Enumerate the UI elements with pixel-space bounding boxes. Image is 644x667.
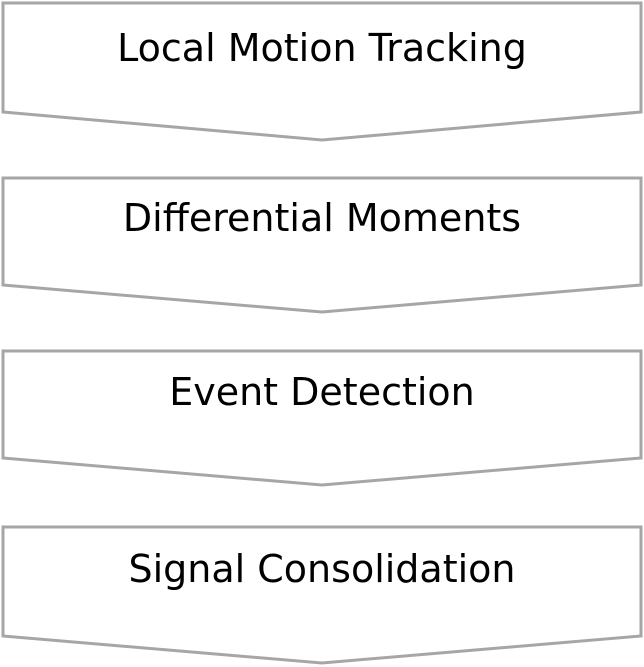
step-1-label: Local Motion Tracking	[117, 26, 527, 70]
step-3-label: Event Detection	[169, 370, 475, 414]
step-4-chevron-shape	[1, 525, 643, 665]
step-1-chevron-shape	[1, 1, 643, 142]
process-step-1: Local Motion Tracking	[0, 0, 644, 142]
process-step-3: Event Detection	[0, 348, 644, 488]
step-2-chevron-shape	[1, 176, 643, 314]
step-2-label: Differential Moments	[122, 196, 522, 240]
process-step-2: Differential Moments	[0, 175, 644, 315]
step-3-chevron-shape	[1, 349, 643, 487]
process-step-4: Signal Consolidation	[0, 524, 644, 667]
step-4-label: Signal Consolidation	[128, 547, 516, 591]
